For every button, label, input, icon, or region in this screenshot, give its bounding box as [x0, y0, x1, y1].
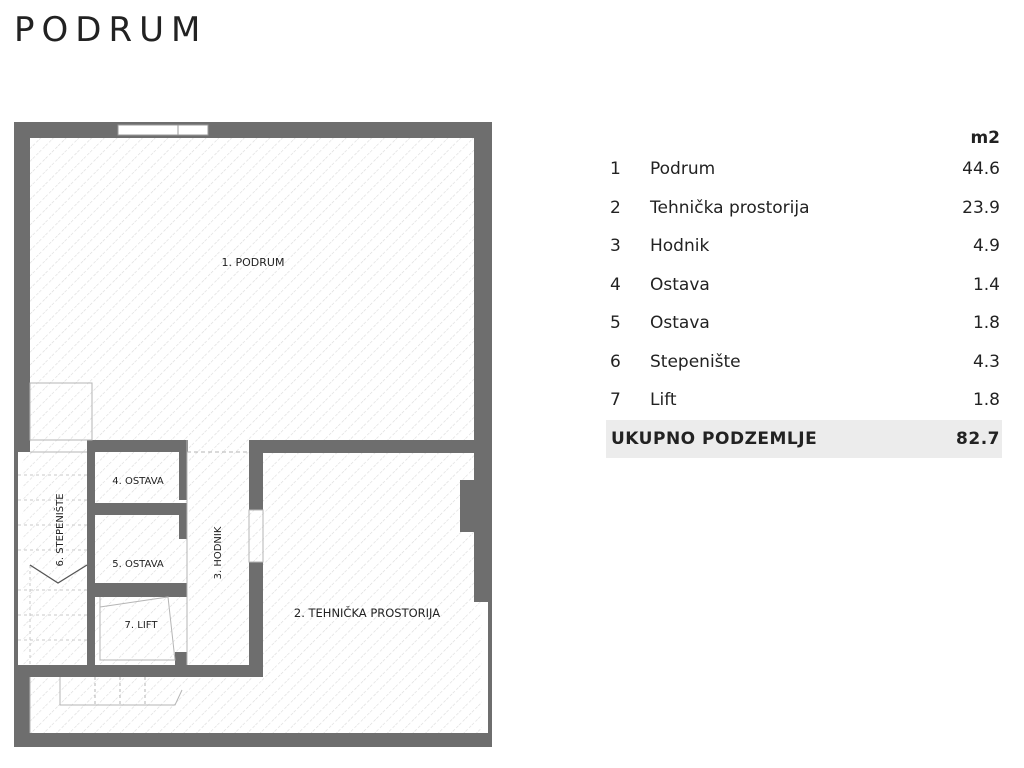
row-number: 7 [610, 390, 621, 411]
total-value: 82.7 [890, 419, 1002, 458]
row-number: 2 [610, 197, 621, 218]
stair-arrow [29, 564, 88, 584]
table-row: 1 Podrum 44.6 [606, 150, 1002, 189]
interior-walls [14, 440, 482, 677]
table-row: 5 Ostava 1.8 [606, 304, 1002, 343]
floor-plan: 1. PODRUM 2. TEHNIČKA PROSTORIJA 4. OSTA… [14, 122, 492, 747]
label-ostava-5: 5. OSTAVA [112, 559, 164, 570]
row-number: 1 [610, 159, 621, 180]
outer-walls [14, 122, 492, 747]
row-name: Stepenište [650, 351, 741, 372]
unit-header: m2 [970, 128, 1000, 148]
row-area: 23.9 [962, 197, 1000, 218]
row-number: 6 [610, 351, 621, 372]
area-table: m2 1 Podrum 44.6 2 Tehnička prostorija 2… [606, 126, 1002, 458]
row-area: 1.8 [972, 390, 1000, 411]
stair-treads [18, 474, 87, 665]
total-label: UKUPNO PODZEMLJE [606, 419, 890, 458]
table-row: 7 Lift 1.8 [606, 381, 1002, 420]
area-table-header: m2 [606, 126, 1002, 150]
label-tehnicka: 2. TEHNIČKA PROSTORIJA [294, 605, 440, 620]
page-title: PODRUM [14, 10, 208, 50]
row-area: 1.8 [972, 313, 1000, 334]
row-area: 44.6 [962, 159, 1000, 180]
top-window [117, 124, 209, 136]
label-lift: 7. LIFT [125, 620, 159, 631]
row-number: 5 [610, 313, 621, 334]
label-podrum: 1. PODRUM [222, 256, 285, 269]
label-stepeniste: 6. STEPENIŠTE [53, 493, 66, 566]
table-row: 6 Stepenište 4.3 [606, 343, 1002, 382]
light-lines [29, 382, 264, 733]
row-area: 1.4 [972, 274, 1000, 295]
row-name: Tehnička prostorija [650, 197, 810, 218]
row-name: Hodnik [650, 236, 710, 257]
row-area: 4.3 [972, 351, 1000, 372]
row-name: Lift [650, 390, 677, 411]
table-row: 2 Tehnička prostorija 23.9 [606, 189, 1002, 228]
row-area: 4.9 [972, 236, 1000, 257]
row-number: 3 [610, 236, 621, 257]
total-row: UKUPNO PODZEMLJE 82.7 [606, 419, 1002, 458]
row-number: 4 [610, 274, 621, 295]
label-ostava-4: 4. OSTAVA [112, 476, 164, 487]
table-row: 4 Ostava 1.4 [606, 266, 1002, 305]
label-hodnik: 3. HODNIK [213, 526, 224, 579]
row-name: Ostava [650, 274, 710, 295]
row-name: Podrum [650, 159, 716, 180]
row-name: Ostava [650, 313, 710, 334]
table-row: 3 Hodnik 4.9 [606, 227, 1002, 266]
